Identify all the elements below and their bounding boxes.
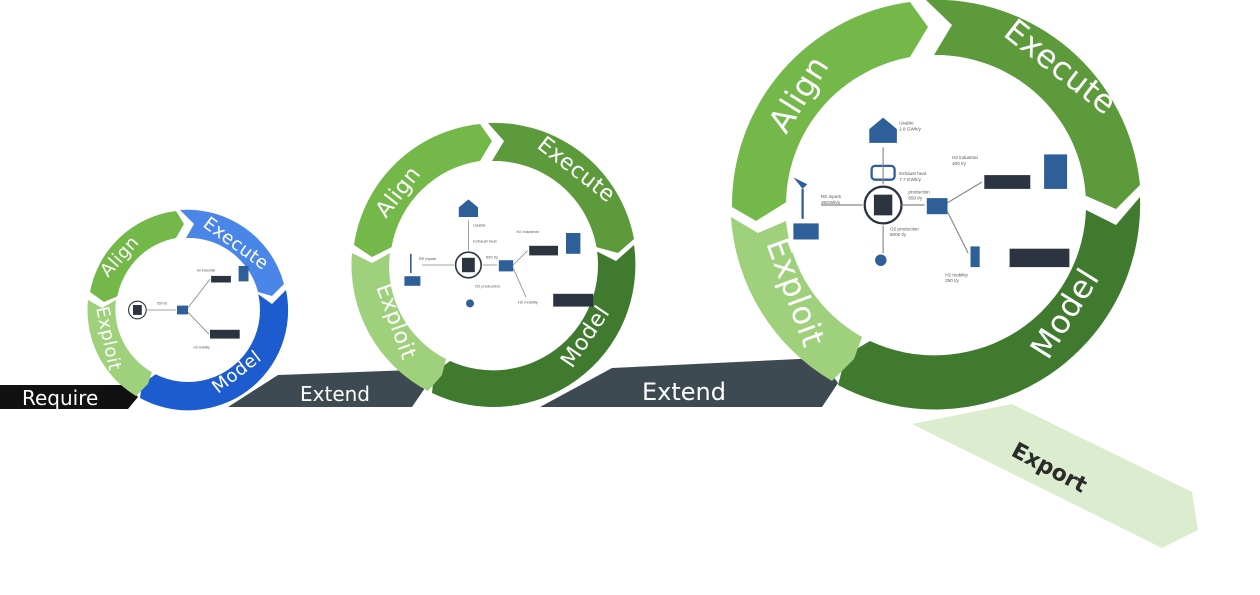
solar-panel-icon (793, 223, 819, 240)
house-icon (869, 117, 897, 143)
exploit-segment (87, 300, 152, 396)
house-icon (458, 199, 478, 217)
o2-icon (466, 299, 474, 308)
h2-mobility-value: 250 t/y (945, 278, 959, 283)
truck-icon (984, 175, 1031, 189)
exhaust-heat-text: Exhaust heat (899, 171, 927, 176)
execute-segment (488, 122, 634, 253)
bus-icon (553, 293, 594, 307)
model-segment (140, 290, 289, 411)
h2-storage-icon (498, 260, 514, 272)
align-segment (90, 211, 184, 302)
solar-panel-icon (404, 276, 421, 286)
cycle-medium: Align Execute Model Exploit RE inputs Us… (351, 122, 636, 407)
h2-industrial-text: H2 industrial (952, 155, 978, 160)
flow-band: Require Extend Extend Export (0, 358, 1198, 548)
energy-flow-diagram: RE inputs 36GWh/y Usable 2.8 GWh/y Exhau… (793, 117, 1070, 283)
align-segment (354, 124, 492, 257)
exploit-segment (731, 217, 862, 381)
usable-heat-value: 2.8 GWh/y (899, 126, 921, 131)
export-arrow (912, 404, 1198, 548)
usable-heat-text: Usable (899, 121, 914, 126)
model-segment (432, 245, 636, 407)
extend-label-1: Extend (300, 382, 370, 406)
o2-icon (875, 254, 887, 266)
h2-industrial-value: 400 t/y (952, 161, 966, 166)
extend-arrow-2 (540, 358, 838, 407)
usable-heat-text: Usable (473, 223, 486, 228)
h2-production-text: 650 t/y (157, 302, 167, 306)
h2-mobility-text: H2 mobility (945, 272, 968, 277)
h2-storage-icon (926, 198, 948, 215)
h2-production-text: 650 t/y (486, 255, 498, 260)
require-label: Require (22, 386, 98, 410)
exhaust-heat-value: 7.7 GWh/y (899, 177, 921, 182)
factory-icon (1044, 154, 1068, 189)
require-arrow (0, 385, 138, 409)
exploit-segment (351, 253, 446, 391)
h2-industrial-text: H2 industrial (197, 269, 216, 273)
hydrogen-pump-icon (970, 246, 980, 268)
h2-production-value: 650 t/y (908, 195, 922, 200)
extend-label-2: Extend (642, 378, 726, 406)
model-segment (838, 197, 1141, 410)
truck-icon (211, 275, 231, 283)
align-segment (731, 2, 928, 221)
exhaust-heat-text: Exhaust heat (473, 239, 497, 244)
h2-mobility-text: H2 mobility (194, 346, 211, 350)
o2-production-text: O2 production (475, 283, 500, 288)
cycle-small: Align Execute Model Exploit 650 t/y H2 i… (87, 209, 289, 411)
execute-segment (180, 209, 284, 296)
o2-production-value: 5000 t/y (890, 232, 907, 237)
extend-arrow-1 (228, 370, 425, 407)
energy-flow-diagram: RE inputs Usable Exhaust heat 650 t/y O2… (404, 199, 594, 308)
execute-segment (926, 0, 1140, 209)
re-inputs-text: RE inputs (821, 194, 842, 199)
h2-industrial-text: H2 industrial (516, 229, 538, 234)
factory-icon (238, 266, 249, 282)
bus-icon (210, 329, 240, 339)
h2-mobility-text: H2 mobility (518, 299, 538, 304)
truck-icon (529, 245, 558, 256)
re-inputs-text-2: 36GWh/y (821, 200, 841, 205)
factory-icon (566, 233, 581, 254)
cycle-large: Align Execute Model Exploit RE inputs (731, 0, 1141, 410)
re-inputs-text: RE inputs (419, 256, 436, 261)
bus-icon (1009, 248, 1070, 268)
o2-production-text: O2 production (890, 226, 919, 231)
h2-storage-icon (177, 305, 188, 315)
energy-flow-diagram: 650 t/y H2 industrial H2 mobility (128, 266, 249, 350)
h2-production-text: production (908, 190, 930, 195)
